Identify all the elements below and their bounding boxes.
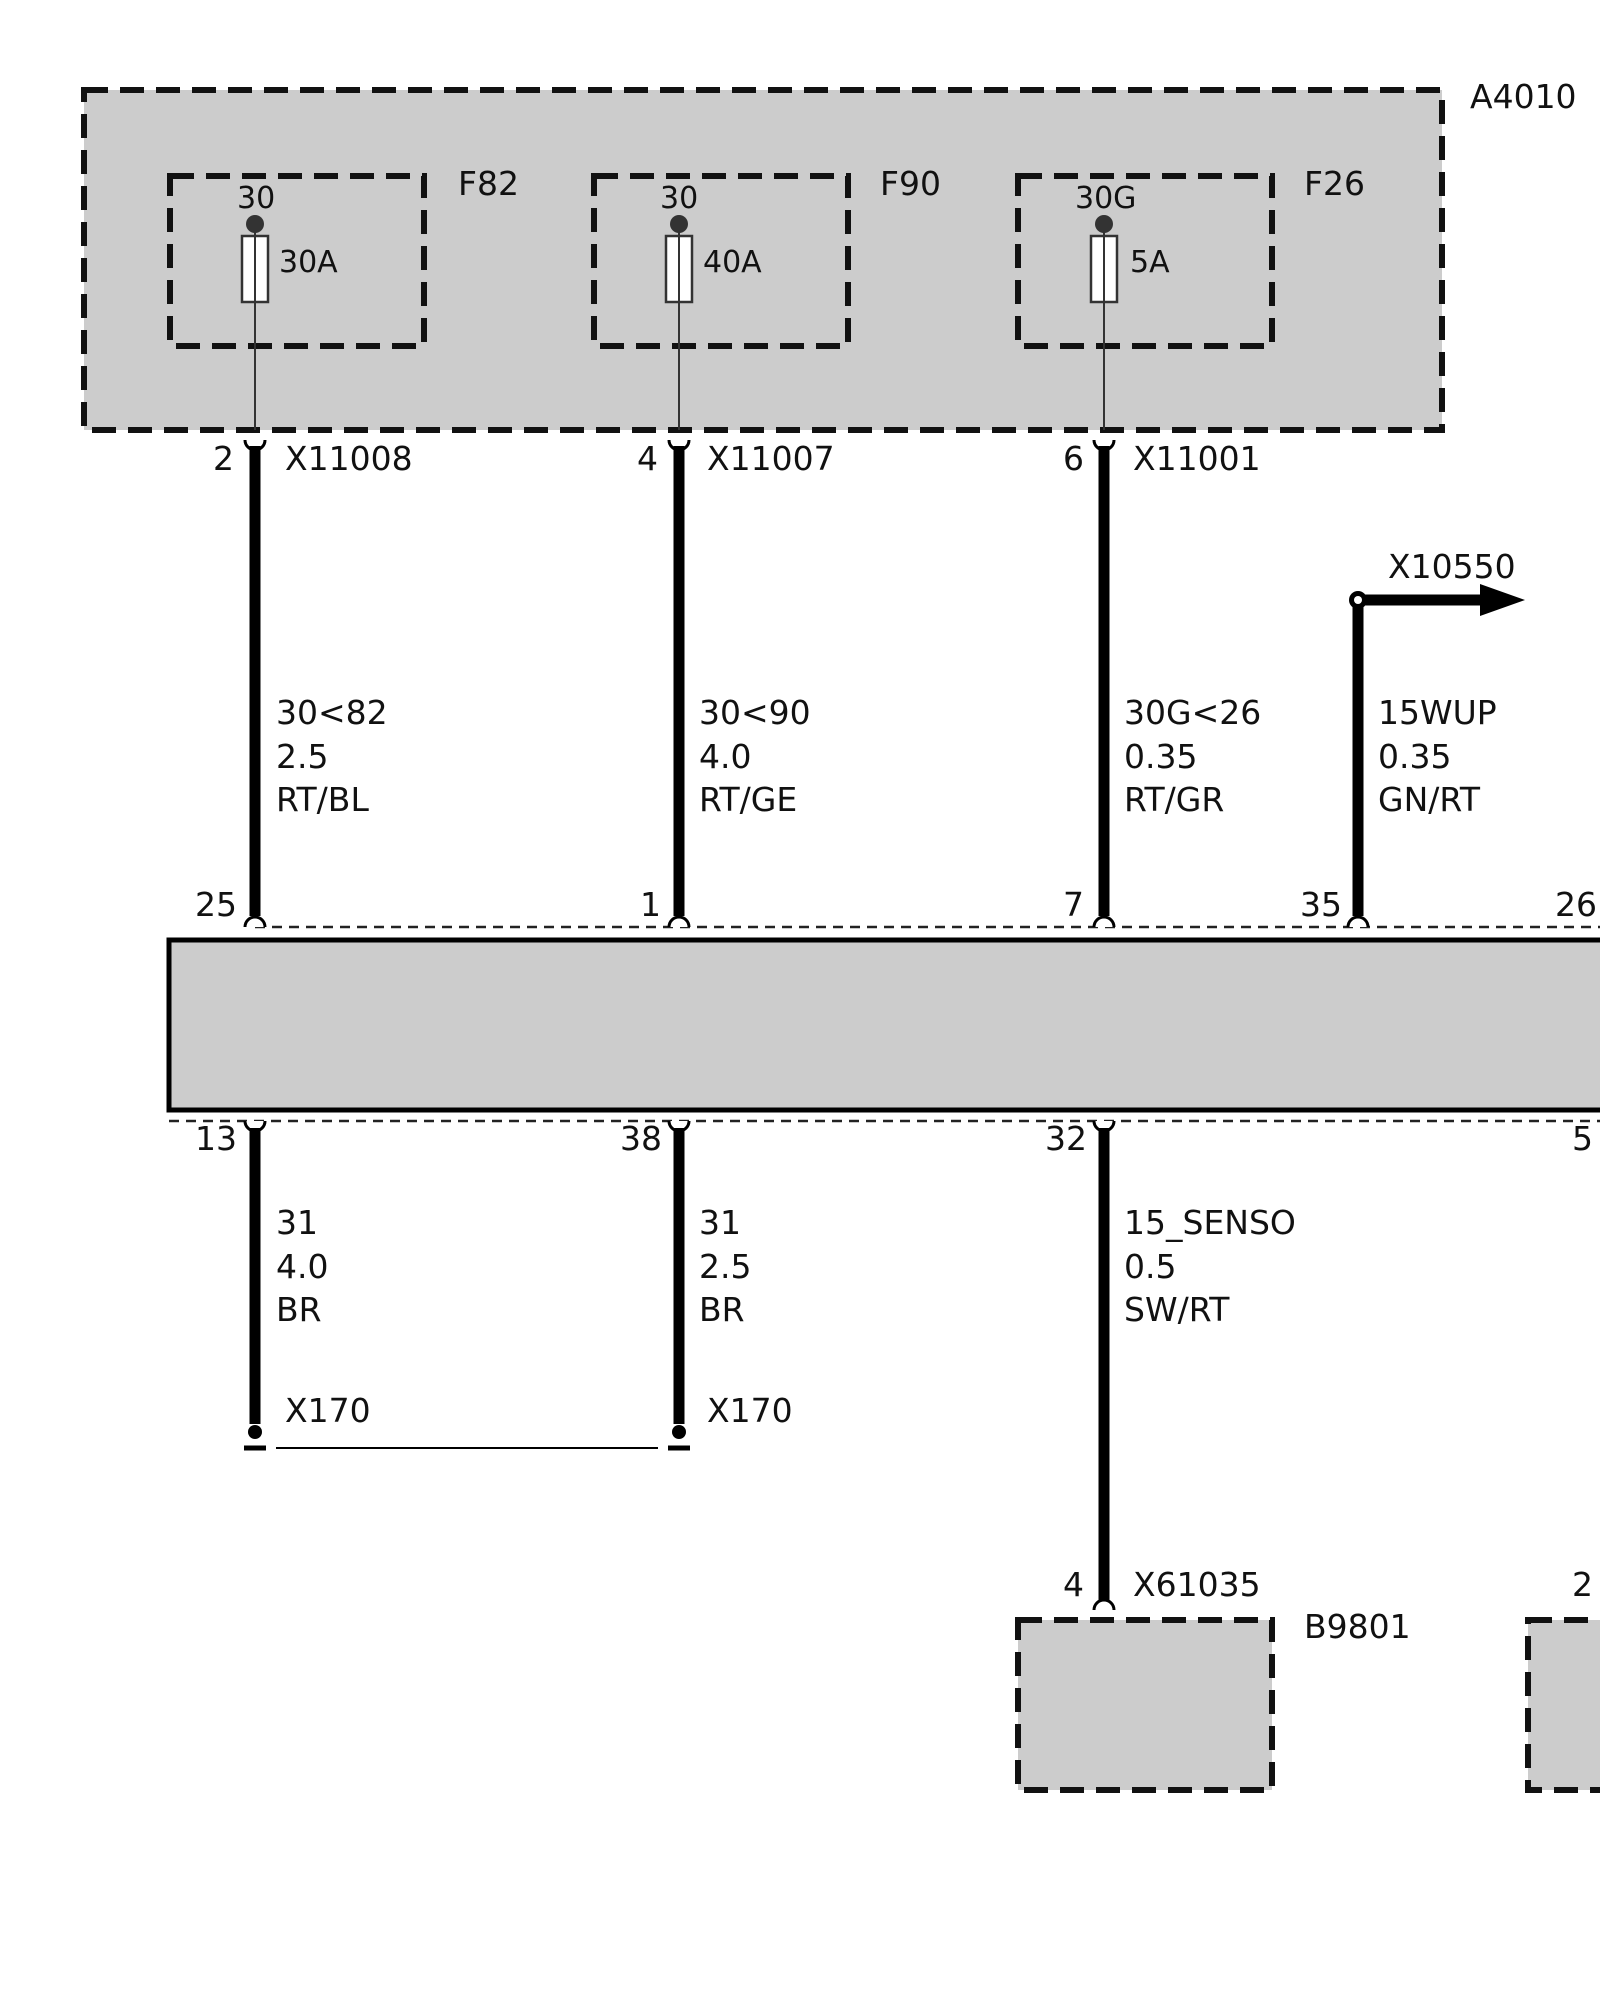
wire-label-color-1: RT/BL (276, 780, 369, 819)
wire-label-color-38: BR (699, 1290, 745, 1329)
wire-label-color-13: BR (276, 1290, 322, 1329)
fuse-f90-terminal: 30 (660, 181, 698, 216)
pin-number-x61035: 4 (1063, 1565, 1084, 1604)
wire-label-color-4: GN/RT (1378, 780, 1481, 819)
ground-x170-dot-1 (248, 1425, 262, 1439)
fuse-f82: F82 30 30A (167, 164, 519, 430)
pin-number-x11008: 2 (213, 439, 234, 478)
arrow-x10550-icon (1480, 584, 1525, 616)
ground-x170-dot-2 (672, 1425, 686, 1439)
fuse-f90: F90 30 40A (591, 164, 941, 430)
pin-number-x11007: 4 (637, 439, 658, 478)
fuse-f82-label: F82 (458, 164, 519, 203)
sensor-b9801-label: B9801 (1304, 1607, 1411, 1646)
fuse-box-f82 (167, 173, 427, 349)
fuse-f26: F26 30G 5A (1015, 164, 1365, 430)
fuse-f90-rating: 40A (703, 245, 762, 280)
ground-x170-label-2: X170 (707, 1391, 793, 1430)
wire-label-gauge-13: 4.0 (276, 1247, 328, 1286)
module-a4010-label: A4010 (1470, 77, 1577, 116)
wire-label-signal-3: 30G<26 (1124, 693, 1261, 732)
wire-label-signal-13: 31 (276, 1203, 318, 1242)
ground-x170-label-1: X170 (285, 1391, 371, 1430)
pin-number-35: 35 (1300, 885, 1342, 924)
pin-number-13: 13 (195, 1119, 237, 1158)
connector-x11008: X11008 (285, 439, 413, 478)
fuse-f82-terminal: 30 (237, 181, 275, 216)
connector-x10550: X10550 (1388, 547, 1516, 586)
wire-label-signal-2: 30<90 (699, 693, 811, 732)
wire-label-gauge-4: 0.35 (1378, 737, 1451, 776)
pin-number-5: 5 (1572, 1119, 1593, 1158)
wire-label-signal-4: 15WUP (1378, 693, 1497, 732)
component-right-partial (1525, 1617, 1600, 1793)
wire-label-color-32: SW/RT (1124, 1290, 1230, 1329)
fuse-f26-terminal: 30G (1075, 181, 1136, 216)
pin-number-25: 25 (195, 885, 237, 924)
pin-number-x11001: 6 (1063, 439, 1084, 478)
pin-number-38: 38 (620, 1119, 662, 1158)
pin-number-1: 1 (640, 885, 661, 924)
pin-number-7: 7 (1063, 885, 1084, 924)
wire-label-color-2: RT/GE (699, 780, 797, 819)
wire-label-gauge-3: 0.35 (1124, 737, 1197, 776)
fuse-box-f26 (1015, 173, 1275, 349)
wire-label-signal-1: 30<82 (276, 693, 388, 732)
wire-label-gauge-1: 2.5 (276, 737, 328, 776)
central-module (166, 937, 1600, 1113)
wire-label-gauge-38: 2.5 (699, 1247, 751, 1286)
sensor-b9801 (1015, 1617, 1275, 1793)
fuse-f90-label: F90 (880, 164, 941, 203)
module-a4010 (81, 87, 1445, 433)
connector-x11007: X11007 (707, 439, 835, 478)
connector-x11001: X11001 (1133, 439, 1261, 478)
pin-number-right-partial: 2 (1572, 1565, 1593, 1604)
wire-label-signal-38: 31 (699, 1203, 741, 1242)
wire-label-gauge-32: 0.5 (1124, 1247, 1176, 1286)
connector-x61035: X61035 (1133, 1565, 1261, 1604)
wire-label-color-3: RT/GR (1124, 780, 1224, 819)
fuse-f26-label: F26 (1304, 164, 1365, 203)
fuse-box-f90 (591, 173, 851, 349)
wire-label-signal-32: 15_SENSO (1124, 1203, 1296, 1242)
pin-cup-x61035 (1092, 1598, 1116, 1611)
pin-number-32: 32 (1045, 1119, 1087, 1158)
fuse-f82-rating: 30A (279, 245, 338, 280)
fuse-f26-rating: 5A (1130, 245, 1170, 280)
pin-number-26: 26 (1555, 885, 1597, 924)
wire-label-gauge-2: 4.0 (699, 737, 751, 776)
